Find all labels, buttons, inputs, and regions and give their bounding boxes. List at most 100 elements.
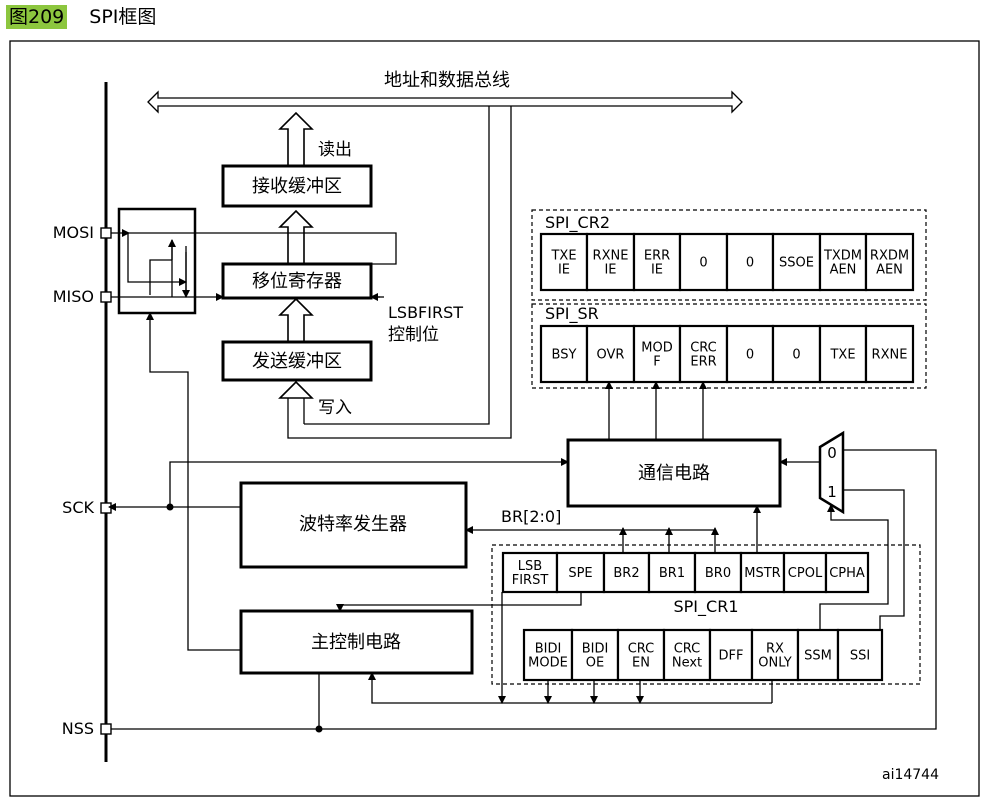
spi-cr1-top-bit-label: CPHA <box>829 566 865 581</box>
spi-cr1-top-bit-label: SPE <box>568 566 592 581</box>
read-label: 读出 <box>318 140 352 160</box>
spi-cr1-frame <box>491 544 921 685</box>
rx-buffer-box <box>221 164 373 208</box>
mux-input-0: 0 <box>827 444 837 462</box>
spi-cr2-bit-cell <box>864 232 915 292</box>
spi-cr2-bit-label: TXDM <box>823 249 862 264</box>
shift-to-rx-arrow <box>278 209 314 264</box>
comm-circuit-label: 通信电路 <box>638 463 710 484</box>
mosi-pin <box>100 227 112 239</box>
spi-sr-bit-cell <box>771 324 822 384</box>
spi-cr1-bottom-bit-label: EN <box>632 656 650 671</box>
spi-sr-bit-label: RXNE <box>872 348 908 363</box>
spi-cr1-top-bit-label: FIRST <box>512 573 549 588</box>
spi-cr1-name: SPI_CR1 <box>674 597 739 617</box>
spi-cr1-bottom-bit-label: SSM <box>804 649 832 664</box>
spi-cr1-top-bit-label: BR2 <box>613 566 639 581</box>
spi-cr2-bit-label: AEN <box>876 263 903 278</box>
spi-cr2-bit-label: IE <box>558 263 570 278</box>
spi-cr1-top-bit-label: MSTR <box>744 566 780 581</box>
spi-sr-bit-label: MOD <box>641 341 672 356</box>
tx-buffer-box <box>221 340 373 382</box>
spi-cr1-bottom-bit-cell <box>750 628 800 682</box>
spi-cr2-bit-label: TXE <box>550 249 576 264</box>
spi-cr1-bottom-bit-label: BIDI <box>582 642 609 657</box>
spi-cr1-top-bit-cell <box>555 551 606 594</box>
figure-name: SPI框图 <box>89 6 157 28</box>
spi-cr2-bit-label: RXDM <box>870 249 909 264</box>
spi-sr-bit-cell <box>818 324 868 384</box>
lsbfirst-control-label: 控制位 <box>388 325 439 345</box>
spi-cr2-bit-label: IE <box>651 263 663 278</box>
spi-cr1-bottom-bit-cell <box>522 628 574 682</box>
rx-buffer-label: 接收缓冲区 <box>252 176 342 197</box>
spi-cr2-bit-label: 0 <box>699 256 707 271</box>
spi-cr2-bit-cell <box>725 232 775 292</box>
spi-cr2-bit-label: IE <box>604 263 616 278</box>
spi-sr-bit-label: F <box>653 355 660 370</box>
write-label: 写入 <box>318 398 352 418</box>
spi-cr1-top-bit-label: BR1 <box>659 566 685 581</box>
spi-cr2-bit-label: ERR <box>644 249 670 264</box>
mosi-label: MOSI <box>53 223 94 242</box>
spi-cr2-frame <box>531 209 927 301</box>
spi-sr-bit-label: TXE <box>829 348 855 363</box>
figure-title: 图209 SPI框图 <box>6 4 156 30</box>
master-control-box <box>239 609 474 675</box>
figure-code: ai14744 <box>882 767 939 783</box>
spi-sr-bit-cell <box>725 324 775 384</box>
spi-cr2-bit-cell <box>539 232 589 292</box>
spi-sr-bit-cell <box>864 324 915 384</box>
br-label: BR[2:0] <box>501 507 561 526</box>
nss-mux <box>818 430 845 515</box>
spi-sr-frame <box>531 303 927 389</box>
spi-sr-bit-label: OVR <box>597 348 625 363</box>
spi-cr1-top-bit-label: BR0 <box>705 566 731 581</box>
master-control-label: 主控制电路 <box>311 632 401 653</box>
spi-cr1-bottom-bit-label: CRC <box>628 642 655 657</box>
spi-cr2-bit-cell <box>632 232 682 292</box>
tx-buffer-label: 发送缓冲区 <box>252 351 342 372</box>
figure-number: 图209 <box>6 5 68 29</box>
shift-register-label: 移位寄存器 <box>252 271 342 292</box>
spi-cr1-top-bit-cell <box>824 551 870 594</box>
spi-cr1-bottom-bit-cell <box>616 628 666 682</box>
spi-cr1-bottom-bit-cell <box>796 628 840 682</box>
spi-cr1-bottom-bit-cell <box>570 628 620 682</box>
spi-sr-name: SPI_SR <box>545 304 599 324</box>
spi-cr1-bottom-bit-label: DFF <box>719 649 744 664</box>
spi-sr-bit-cell <box>632 324 682 384</box>
lsbfirst-label: LSBFIRST <box>388 303 463 322</box>
read-arrow <box>278 111 314 166</box>
spi-cr1-bottom-bit-label: BIDI <box>535 642 562 657</box>
spi-cr1-bottom-bit-label: SSI <box>850 649 870 664</box>
spi-cr1-bottom-bit-label: MODE <box>528 656 568 671</box>
miso-label: MISO <box>53 287 94 306</box>
nss-pin <box>100 723 112 735</box>
spi-sr-bit-label: ERR <box>690 355 716 370</box>
baud-generator-box <box>239 481 468 569</box>
spi-sr-bit-label: BSY <box>552 348 577 363</box>
baud-generator-label: 波特率发生器 <box>299 514 407 535</box>
spi-cr2-bit-label: SSOE <box>779 256 814 271</box>
comm-circuit-box <box>566 438 782 508</box>
spi-cr2-bit-cell <box>585 232 636 292</box>
miso-pin <box>100 291 112 303</box>
spi-cr1-bottom-bit-cell <box>836 628 884 682</box>
address-data-bus <box>147 90 743 114</box>
spi-cr1-bottom-bit-label: OE <box>586 656 604 671</box>
spi-cr1-top-bit-cell <box>501 551 559 594</box>
spi-cr1-bottom-bit-cell <box>708 628 754 682</box>
spi-cr1-top-bit-label: LSB <box>518 559 542 574</box>
nss-label: NSS <box>62 719 94 738</box>
bus-to-write-line-outer <box>287 106 512 439</box>
spi-sr-bit-cell <box>539 324 589 384</box>
bus-to-write-line-inner <box>304 106 490 425</box>
bus-label: 地址和数据总线 <box>384 70 510 91</box>
spi-cr1-top-bit-cell <box>782 551 828 594</box>
outer-frame <box>9 40 980 797</box>
